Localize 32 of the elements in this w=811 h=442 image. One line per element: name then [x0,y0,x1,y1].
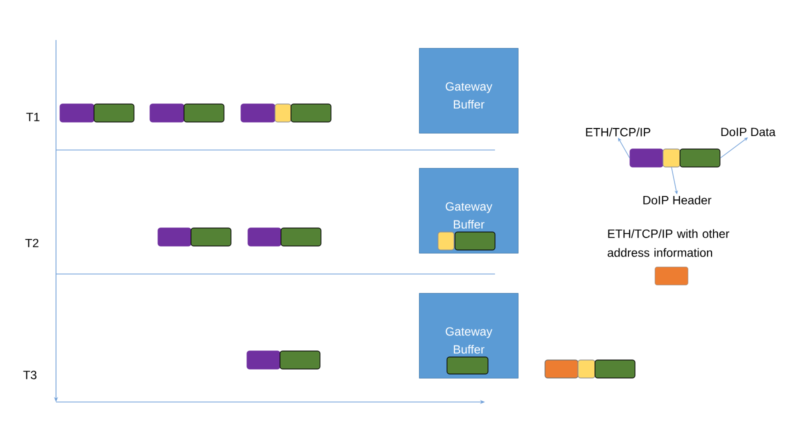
packet-data-segment [594,360,636,378]
legend-text: ETH/TCP/IP with other address information [608,229,730,257]
gateway-buffer-box: Gateway Buffer [419,293,518,378]
packet-data-segment [184,104,224,122]
packet-data-segment [280,228,322,246]
packet-header-segment [544,360,578,378]
packet-header-segment [158,228,192,246]
gateway-buffer-box: Gateway Buffer [419,48,518,134]
packet-data-segment [454,232,496,250]
packet-data-segment [680,148,720,168]
packet-header-segment [578,360,596,378]
packet-header-segment [246,350,280,370]
packet-header-segment [438,232,454,250]
callout-label: DoIP Header [643,196,712,204]
packet-data-segment [280,350,320,370]
time-label: T3 [23,370,36,380]
packet-data-segment [446,356,488,374]
packet-header-segment [274,104,292,122]
packet-data-segment [190,228,232,246]
packet-header-segment [60,104,94,122]
time-label: T1 [26,112,40,122]
packet-data-segment [94,104,134,122]
packet-header-segment [248,228,282,246]
packet-data-segment [290,104,332,122]
callout-label: DoIP Data [721,128,776,136]
leader-arrow [618,138,630,158]
packet-header-segment [630,148,664,168]
packet-header-segment [240,104,276,122]
packet-header-segment [662,148,680,168]
packet-header-segment [150,104,184,122]
callout-label: ETH/TCP/IP [586,128,650,136]
time-label: T2 [25,238,38,248]
